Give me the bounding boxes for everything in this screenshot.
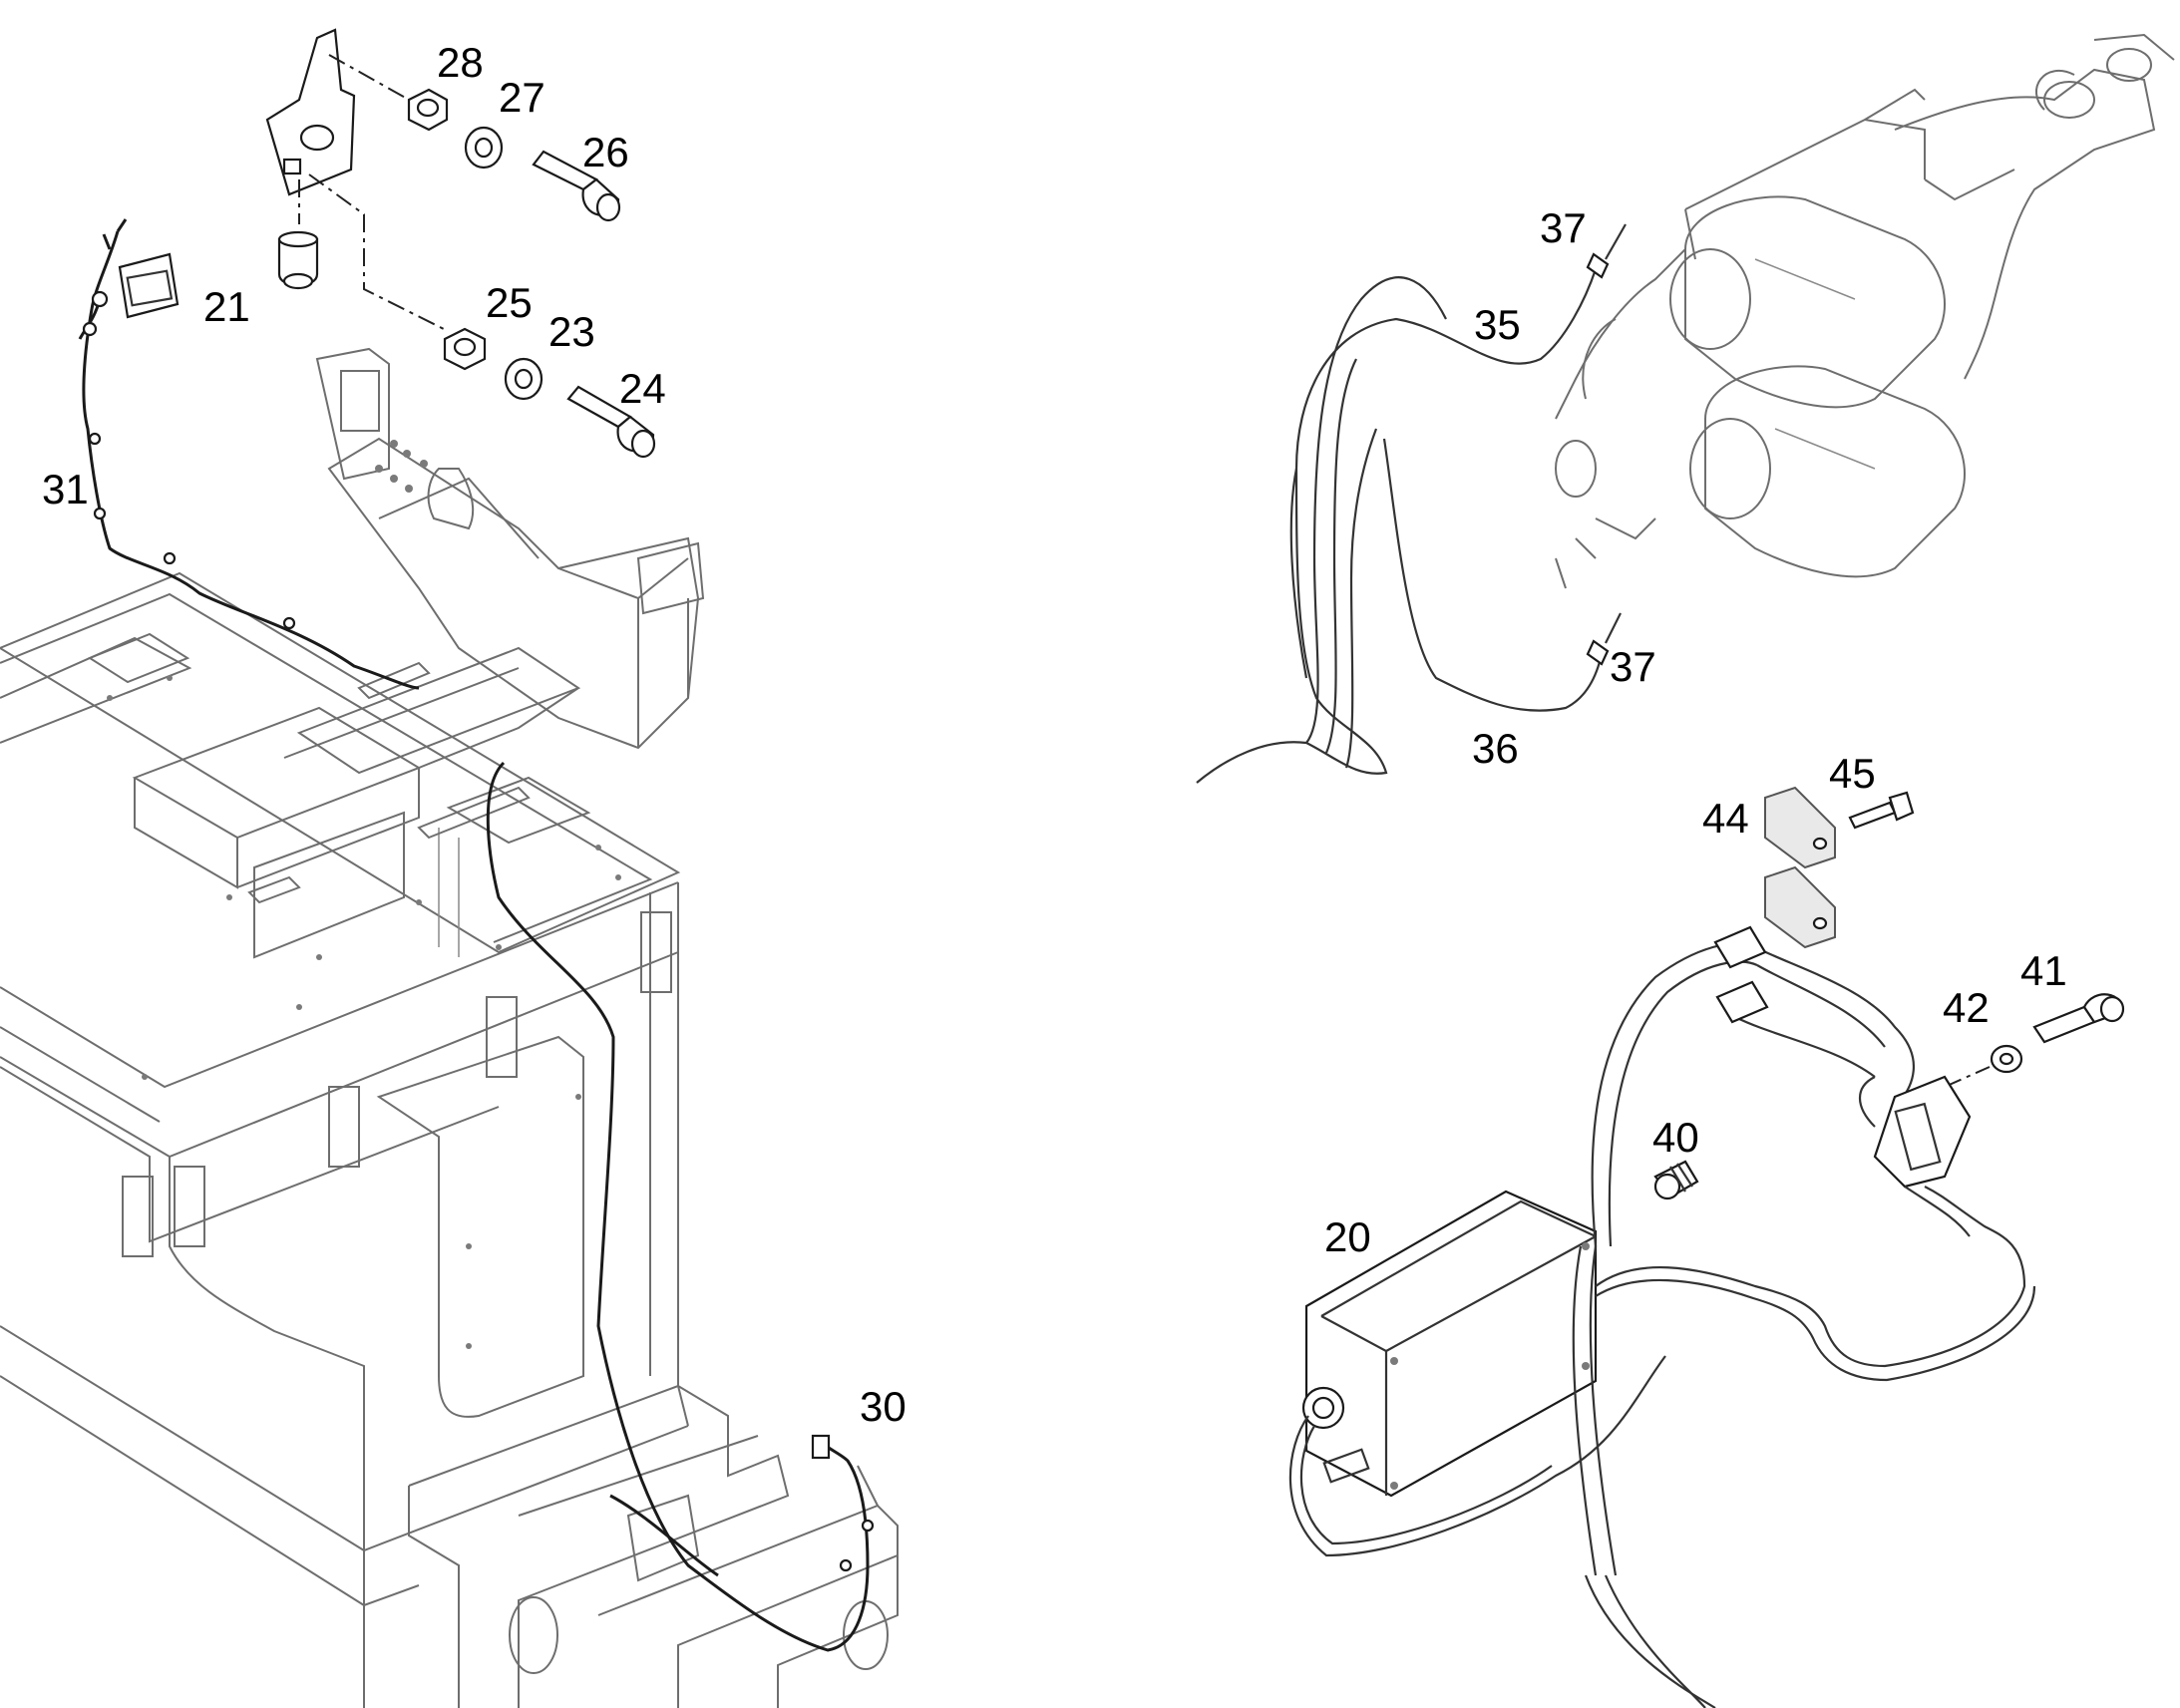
control-box-20	[1301, 1190, 1598, 1498]
plug-40	[1653, 1160, 1699, 1200]
part-label-31: 31	[42, 466, 89, 512]
part-label-21: 21	[203, 283, 250, 330]
part-label-45: 45	[1829, 750, 1876, 797]
machine-frame	[0, 571, 899, 1708]
part-label-30: 30	[860, 1383, 907, 1430]
part-label-37-bottom: 37	[1610, 643, 1656, 690]
sensor-harness-35-36	[1196, 223, 1627, 784]
brackets-44	[1764, 786, 1915, 949]
harness-31	[78, 218, 420, 690]
part-label-25: 25	[486, 279, 533, 326]
part-label-27: 27	[499, 74, 545, 121]
part-label-24: 24	[619, 365, 666, 412]
part-label-26: 26	[582, 129, 629, 175]
bracket-hardware	[118, 28, 656, 459]
part-label-35: 35	[1474, 301, 1521, 348]
control-console	[315, 347, 705, 750]
cable-30	[486, 761, 875, 1652]
part-label-44: 44	[1702, 795, 1749, 842]
part-label-37-top: 37	[1540, 204, 1587, 251]
exhaust-assembly	[1555, 33, 2175, 589]
part-label-41: 41	[2020, 947, 2067, 994]
part-label-40: 40	[1652, 1114, 1699, 1161]
part-label-42: 42	[1943, 984, 1990, 1031]
part-label-36: 36	[1472, 725, 1519, 772]
part-label-20: 20	[1324, 1213, 1371, 1260]
harness-box	[1288, 925, 2036, 1708]
bolt-41-washer-42	[1944, 993, 2125, 1088]
part-label-28: 28	[437, 39, 484, 86]
part-label-23: 23	[548, 308, 595, 355]
part-labels: 28 27 26 21 25 23 24 31 30 37 35 37 36 4…	[42, 39, 2067, 1430]
